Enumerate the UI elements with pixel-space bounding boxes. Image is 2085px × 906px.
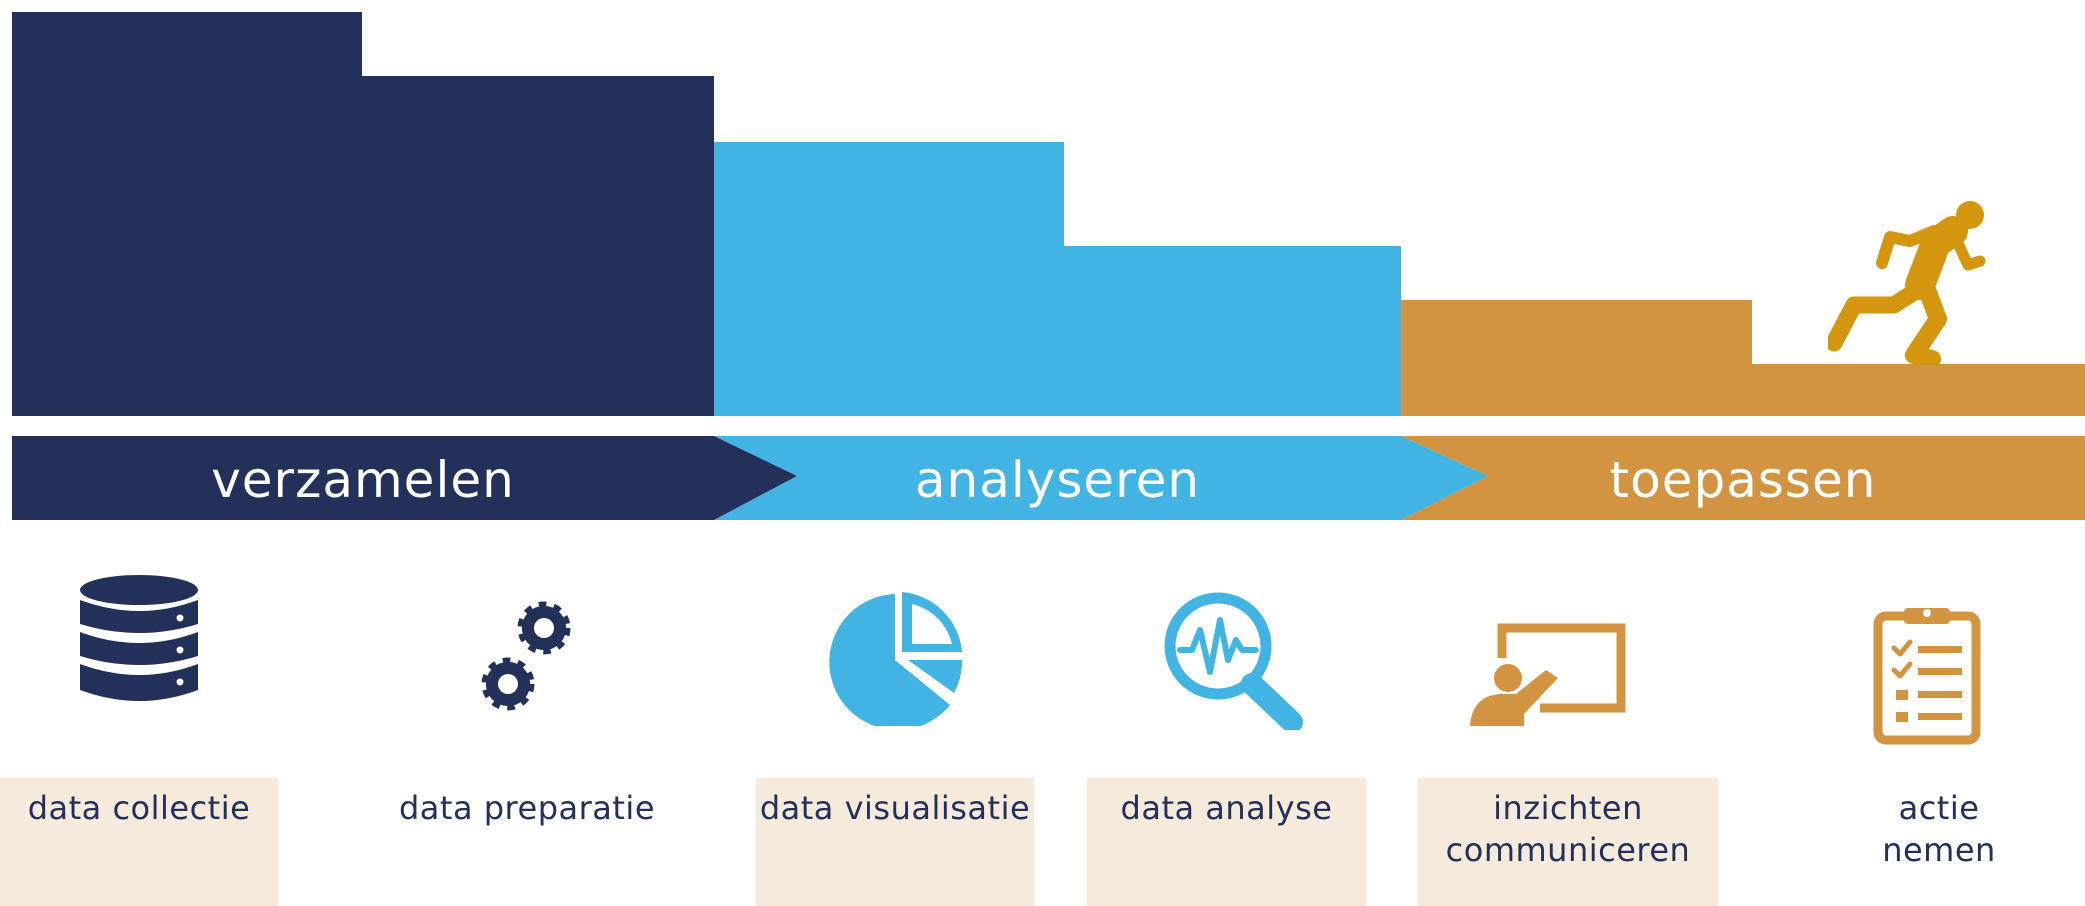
magnifier-pulse-icon <box>1164 592 1303 730</box>
step-box-data-collectie <box>0 778 278 906</box>
staircase <box>12 12 2085 416</box>
stair-toepassen <box>1401 300 2085 416</box>
database-icon <box>80 575 198 701</box>
band-arrow-toepassen <box>1401 436 2085 520</box>
step-label-line: actie <box>1898 789 1980 827</box>
phase-label-toepassen: toepassen <box>1609 451 1877 509</box>
phase-band <box>12 436 2085 520</box>
step-label-data-visualisatie: data visualisatie <box>759 789 1031 827</box>
step-label-data-preparatie: data preparatie <box>398 789 655 827</box>
checklist-icon <box>1873 608 1981 745</box>
gears-icon <box>481 601 571 711</box>
step-label-data-collectie: data collectie <box>27 789 251 827</box>
step-box-inzichten-communiceren <box>1418 778 1718 906</box>
step-label-actie-nemen: actie nemen <box>1800 787 2078 871</box>
phase-label-verzamelen: verzamelen <box>211 451 515 509</box>
step-box-data-visualisatie <box>756 778 1034 906</box>
stair-analyseren <box>714 142 1401 416</box>
band-arrow-analyseren <box>714 436 1488 520</box>
running-man-icon <box>1828 201 1986 365</box>
presenter-icon <box>1470 623 1626 726</box>
band-arrow-verzamelen <box>12 436 797 520</box>
pie-chart-icon <box>829 592 963 726</box>
step-label-inzichten-communiceren: inzichten communiceren <box>1418 787 1718 871</box>
step-label-line: communiceren <box>1445 831 1691 869</box>
stair-verzamelen <box>12 12 714 416</box>
step-box-data-analyse <box>1087 778 1366 906</box>
phase-label-analyseren: analyseren <box>914 451 1201 509</box>
step-label-line: inzichten <box>1493 789 1643 827</box>
step-label-line: nemen <box>1882 831 1996 869</box>
step-label-data-analyse: data analyse <box>1120 789 1333 827</box>
